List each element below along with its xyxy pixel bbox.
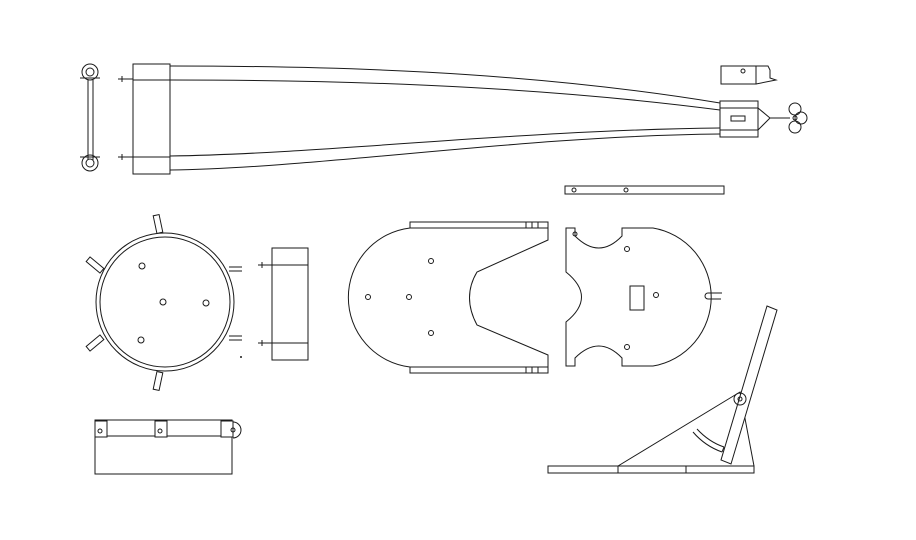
altitude-support-side [547, 305, 778, 474]
cell-side-view [258, 247, 309, 361]
flat-bar [564, 185, 725, 195]
mirror-cell-ring [85, 213, 242, 392]
focuser-block [719, 100, 808, 138]
rocker-base-right [565, 227, 722, 367]
tail-bracket [720, 65, 778, 85]
tie-rod-link [80, 63, 100, 172]
rocker-base-left [347, 221, 549, 374]
strip-bracket [94, 419, 242, 475]
truss-frame [118, 63, 721, 175]
